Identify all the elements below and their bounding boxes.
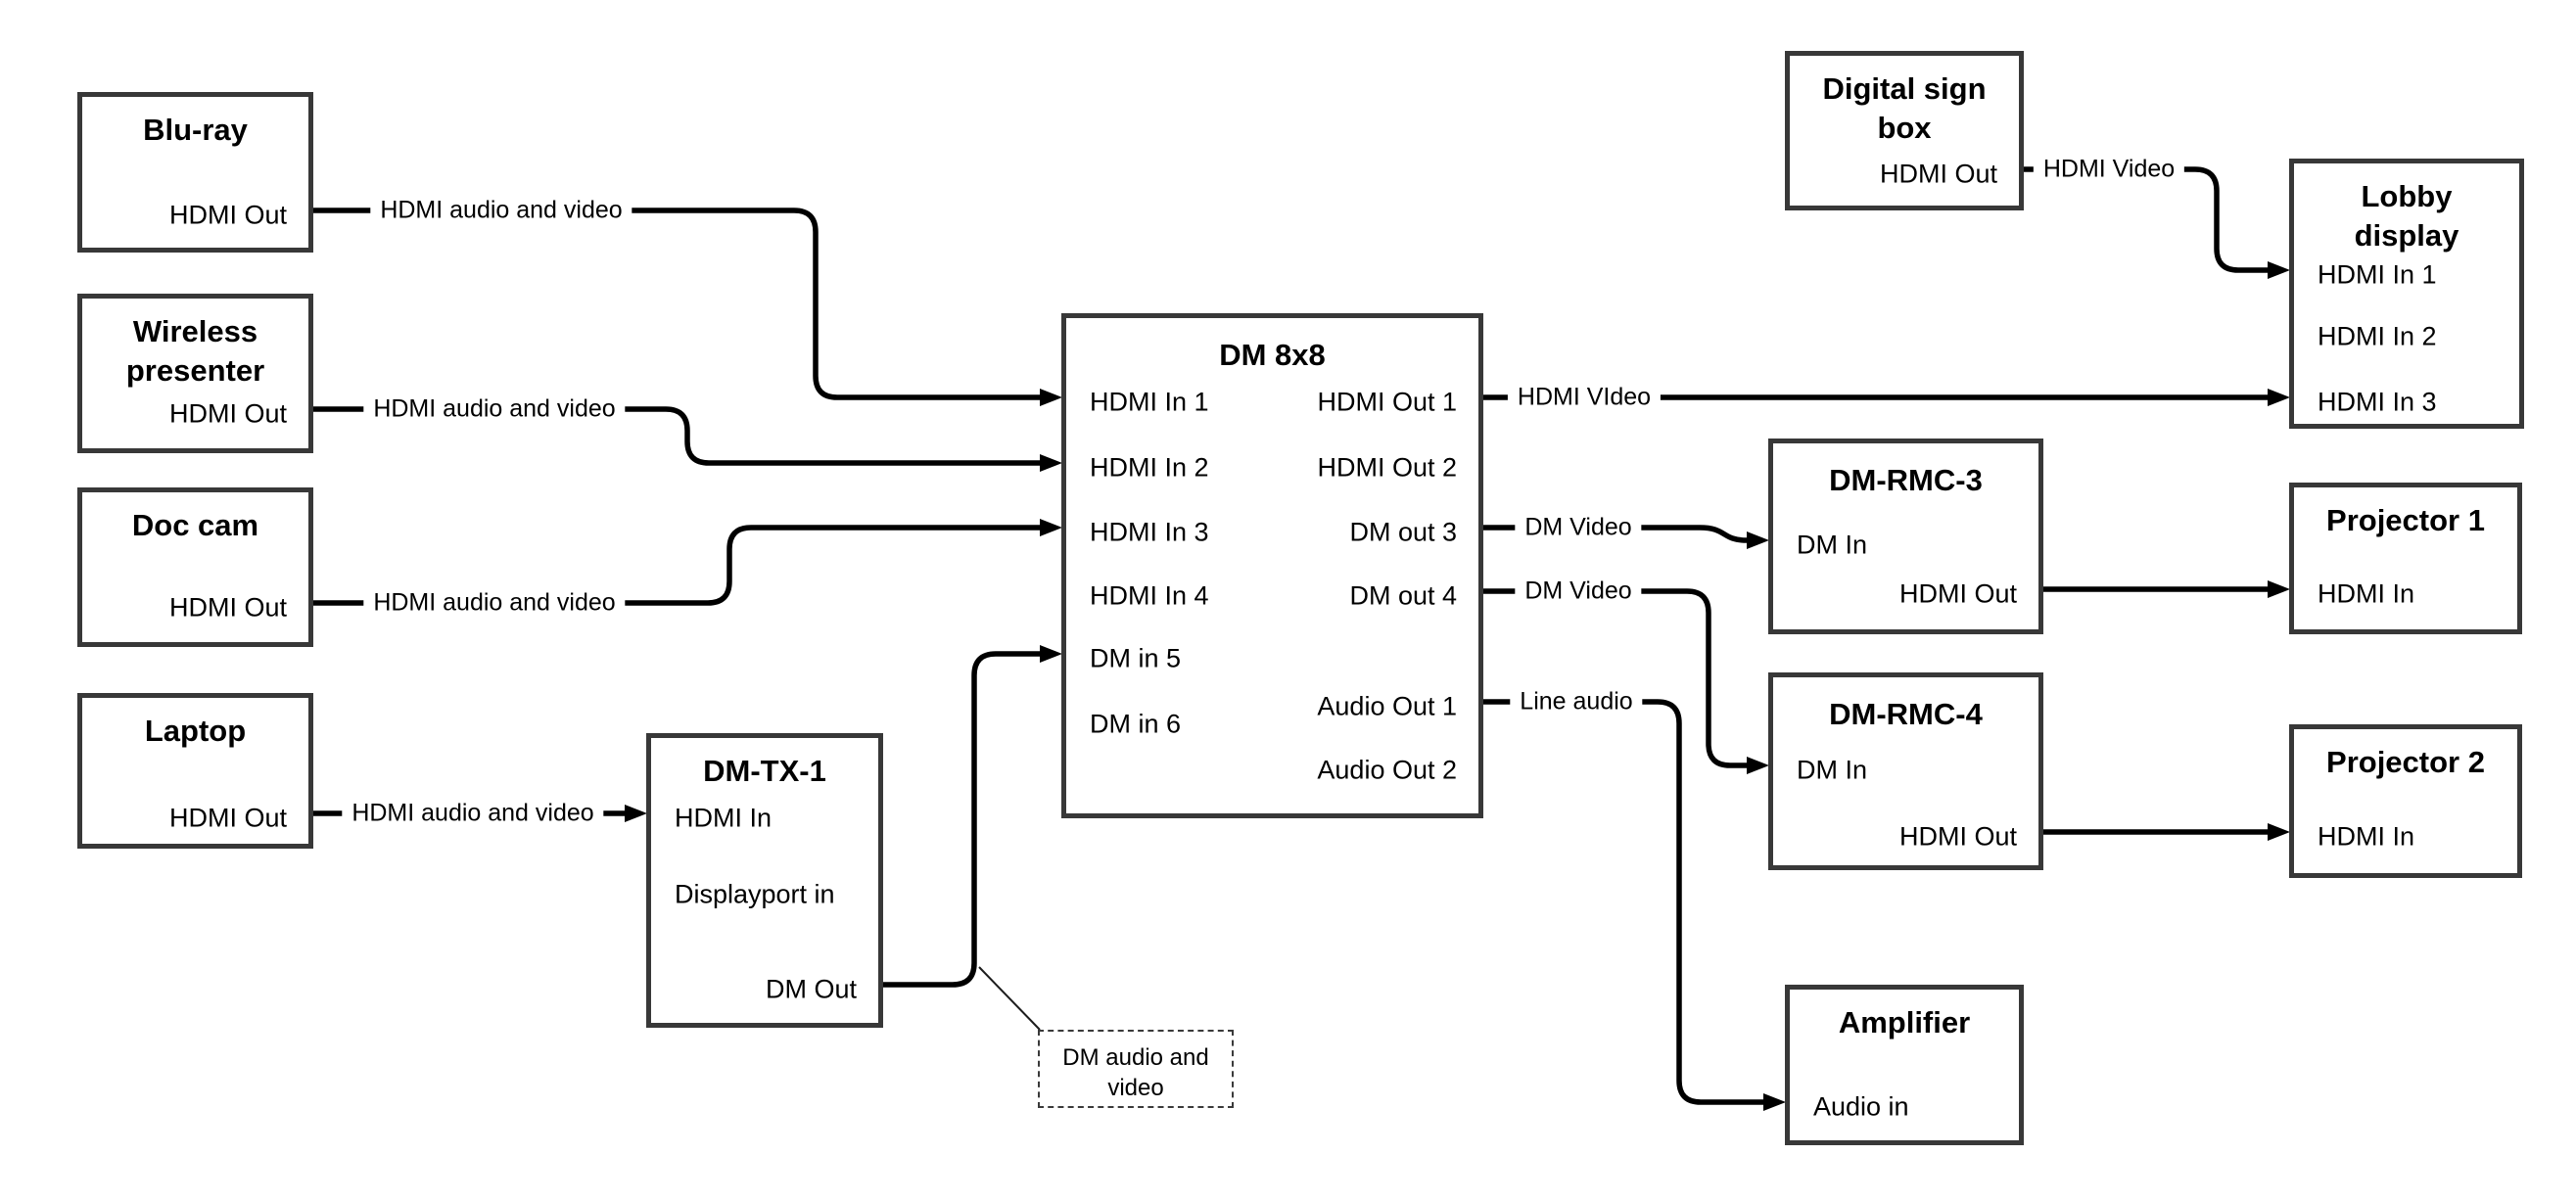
port-dm-8x8-hdmi-out-2: HDMI Out 2 [1317, 452, 1457, 483]
node-title-line: Wireless [132, 314, 258, 348]
node-title-bluray: Blu-ray [82, 97, 308, 150]
port-dm-rmc-3-hdmi-out: HDMI Out [1898, 578, 2017, 609]
node-projector-2: Projector 2 HDMI In [2289, 724, 2522, 878]
connector-dmtx1-to-dm8x8-in5 [883, 645, 1062, 988]
port-dm-8x8-dm-out-3: DM out 3 [1349, 517, 1457, 547]
connector-label-wireless-to-dm8x8-in2: HDMI audio and video [363, 393, 626, 426]
node-title-doc-cam: Doc cam [82, 492, 308, 545]
port-dm-8x8-dm-in-5: DM in 5 [1090, 643, 1182, 673]
connector-dm8x8-audio1-to-amplifier [1483, 699, 1786, 1111]
node-title-projector-1: Projector 1 [2294, 487, 2517, 540]
port-dm-rmc-4-dm-in: DM In [1797, 755, 1868, 785]
node-title-digital-sign-box: Digital sign box [1790, 56, 2019, 147]
port-bluray-hdmi-out: HDMI Out [168, 200, 287, 230]
node-title-line: Projector 1 [2326, 503, 2485, 537]
connector-wireless-to-dm8x8-in2 [313, 406, 1062, 472]
port-amplifier-audio-in: Audio in [1813, 1091, 1909, 1122]
connector-label-doccam-to-dm8x8-in3: HDMI audio and video [363, 586, 626, 620]
node-title-dm-rmc-3: DM-RMC-3 [1773, 443, 2038, 500]
connector-label-dm8x8-audio1-to-amplifier: Line audio [1510, 685, 1643, 718]
connector-label-dm8x8-out3-to-dmrmc3: DM Video [1515, 511, 1642, 544]
node-title-line: Amplifier [1838, 1005, 1971, 1039]
note-leader-line [978, 966, 1041, 1031]
port-dm-rmc-4-hdmi-out: HDMI Out [1898, 821, 2017, 852]
connector-label-bluray-to-dm8x8-in1: HDMI audio and video [370, 194, 632, 227]
port-dm-8x8-dm-out-4: DM out 4 [1349, 580, 1457, 611]
node-title-line: DM-RMC-4 [1829, 697, 1983, 731]
port-doc-cam-hdmi-out: HDMI Out [168, 592, 287, 623]
port-dm-8x8-hdmi-in-4: HDMI In 4 [1090, 580, 1209, 611]
port-digital-sign-box-hdmi-out: HDMI Out [1879, 159, 1997, 189]
port-dm-8x8-audio-out-1: Audio Out 1 [1317, 691, 1457, 721]
node-title-line: box [1877, 110, 1932, 145]
node-title-line: Doc cam [131, 508, 259, 542]
connector-label-digitalsign-to-lobby-in1: HDMI Video [2033, 153, 2185, 186]
node-title-projector-2: Projector 2 [2294, 729, 2517, 782]
port-dm-tx-1-displayport-in: Displayport in [675, 879, 835, 909]
connector-dm8x8-out4-to-dmrmc4 [1483, 588, 1769, 774]
node-title-dm-8x8: DM 8x8 [1066, 318, 1478, 375]
node-title-laptop: Laptop [82, 698, 308, 751]
port-dm-rmc-3-dm-in: DM In [1797, 530, 1868, 560]
node-dm-rmc-3: DM-RMC-3 DM In HDMI Out [1768, 439, 2043, 634]
port-dm-8x8-hdmi-in-3: HDMI In 3 [1090, 517, 1209, 547]
node-title-line: Projector 2 [2326, 745, 2485, 779]
port-wireless-presenter-hdmi-out: HDMI Out [168, 398, 287, 429]
node-dm-rmc-4: DM-RMC-4 DM In HDMI Out [1768, 672, 2043, 870]
node-title-line: DM 8x8 [1219, 338, 1326, 372]
port-projector-1-hdmi-in: HDMI In [2318, 578, 2415, 609]
port-lobby-display-hdmi-in-3: HDMI In 3 [2318, 387, 2437, 417]
node-title-dm-rmc-4: DM-RMC-4 [1773, 677, 2038, 734]
connector-doccam-to-dm8x8-in3 [313, 519, 1062, 606]
connector-bluray-to-dm8x8-in1 [313, 208, 1062, 406]
node-title-line: Laptop [144, 714, 247, 748]
node-title-dm-tx-1: DM-TX-1 [651, 738, 878, 791]
port-dm-tx-1-dm-out: DM Out [765, 974, 857, 1004]
port-dm-8x8-audio-out-2: Audio Out 2 [1317, 755, 1457, 785]
node-title-wireless-presenter: Wireless presenter [82, 299, 308, 390]
connector-label-dm8x8-out1-to-lobby-in3: HDMI VIdeo [1507, 381, 1662, 414]
port-lobby-display-hdmi-in-2: HDMI In 2 [2318, 321, 2437, 351]
port-dm-tx-1-hdmi-in: HDMI In [675, 803, 773, 833]
port-dm-8x8-hdmi-out-1: HDMI Out 1 [1317, 387, 1457, 417]
node-title-line: Blu-ray [143, 113, 248, 147]
connector-dm8x8-out3-to-dmrmc3 [1483, 525, 1769, 549]
port-dm-8x8-dm-in-6: DM in 6 [1090, 709, 1182, 739]
port-dm-8x8-hdmi-in-1: HDMI In 1 [1090, 387, 1209, 417]
node-title-line: Lobby [2361, 179, 2453, 213]
port-projector-2-hdmi-in: HDMI In [2318, 821, 2415, 852]
connector-digitalsign-to-lobby-in1 [2024, 166, 2290, 279]
connector-label-laptop-to-dmtx1: HDMI audio and video [342, 797, 604, 830]
node-title-line: Digital sign [1822, 71, 1987, 106]
node-title-line: DM-RMC-3 [1829, 463, 1983, 497]
port-dm-8x8-hdmi-in-2: HDMI In 2 [1090, 452, 1209, 483]
port-laptop-hdmi-out: HDMI Out [168, 803, 287, 833]
node-title-lobby-display: Lobby display [2294, 163, 2519, 254]
port-lobby-display-hdmi-in-1: HDMI In 1 [2318, 259, 2437, 290]
node-title-amplifier: Amplifier [1790, 990, 2019, 1042]
node-title-line: display [2354, 217, 2459, 253]
connector-label-dm8x8-out4-to-dmrmc4: DM Video [1515, 575, 1642, 608]
node-projector-1: Projector 1 HDMI In [2289, 483, 2522, 634]
node-title-line: DM-TX-1 [703, 754, 826, 788]
note-dm-audio-video: DM audio and video [1038, 1030, 1234, 1108]
node-title-line: presenter [125, 352, 265, 388]
